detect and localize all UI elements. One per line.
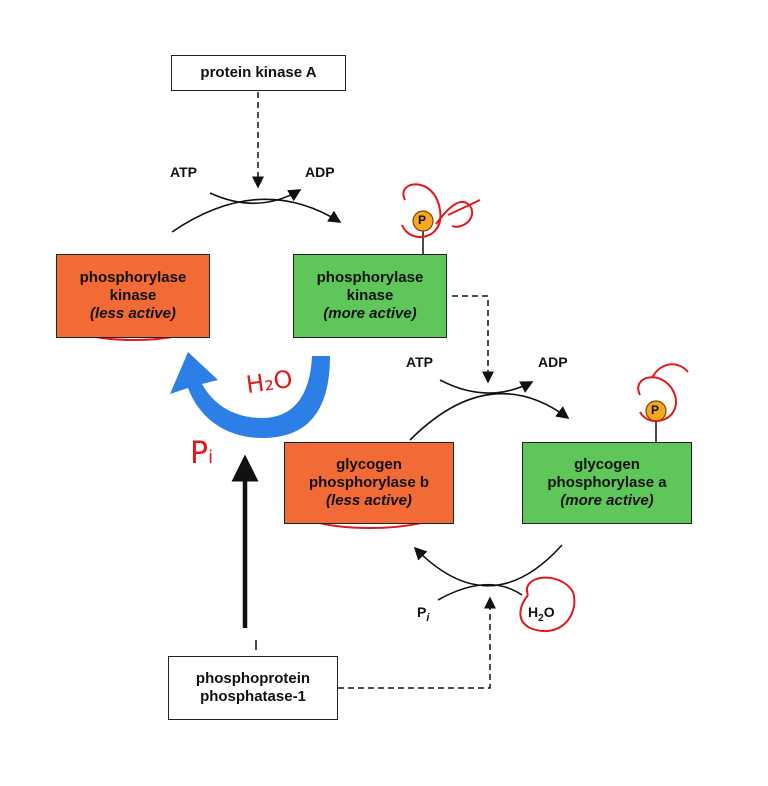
gp-b-line2: phosphorylase b	[308, 474, 430, 491]
gp-b-line3: (less active)	[326, 492, 412, 509]
pk-dashed-arrow	[452, 295, 494, 384]
pi-hand-sub: i	[208, 447, 214, 468]
pp1-line2: phosphatase-1	[200, 688, 306, 705]
pi-handwritten: Pi	[190, 436, 213, 471]
phosphorylase-kinase-less-active-box: phosphorylase kinase (less active)	[56, 254, 210, 338]
adp-top-label: ADP	[305, 164, 335, 180]
gp-a-line1: glycogen	[574, 456, 640, 473]
red-annotations	[61, 183, 689, 633]
phosphate-1-circle	[412, 210, 434, 232]
h2o-h: H	[528, 604, 539, 620]
pk-less-line2: kinase	[109, 287, 157, 304]
gp-a-line3: (more active)	[560, 492, 654, 509]
pk-less-line3: (less active)	[90, 305, 176, 322]
pi-bottom-label: Pi	[417, 604, 429, 624]
h2o-bottom-label: H2O	[528, 604, 555, 624]
protein-kinase-a-box: protein kinase A	[171, 55, 346, 91]
top-atp-arc	[171, 198, 342, 233]
bottom-pi-arc	[437, 583, 523, 601]
pi-bottom-sub: i	[426, 612, 430, 624]
blue-dephosphorylation-arrow	[170, 352, 330, 438]
glycogen-phosphorylase-a-box: glycogen phosphorylase a (more active)	[522, 442, 692, 524]
pk-more-line2: kinase	[346, 287, 394, 304]
adp-mid-label: ADP	[538, 354, 568, 370]
pp1-dashed-arrow	[338, 596, 496, 689]
pk-more-line3: (more active)	[323, 305, 417, 322]
glycogen-phosphorylase-b-box: glycogen phosphorylase b (less active)	[284, 442, 454, 524]
mid-adp-arc	[439, 379, 534, 394]
phosphorylase-kinase-more-active-box: phosphorylase kinase (more active)	[293, 254, 447, 338]
mid-atp-arc	[409, 392, 570, 441]
atp-mid-label: ATP	[406, 354, 433, 370]
gp-a-line2: phosphorylase a	[547, 474, 667, 491]
phosphate-2-label: P	[651, 403, 660, 417]
phosphate-1-label: P	[418, 213, 427, 227]
bottom-return-arc	[413, 544, 563, 587]
pi-bottom-p: P	[417, 604, 427, 620]
protein-kinase-a-label: protein kinase A	[200, 64, 317, 81]
h2o-o: O	[543, 604, 555, 620]
phosphoprotein-phosphatase-1-box: phosphoprotein phosphatase-1	[168, 656, 338, 720]
top-adp-arc	[209, 189, 302, 205]
pk-more-line1: phosphorylase	[316, 269, 424, 286]
gp-b-line1: glycogen	[336, 456, 402, 473]
atp-top-label: ATP	[170, 164, 197, 180]
pi-hand-p: P	[190, 436, 209, 471]
h2o-2: 2	[538, 613, 544, 624]
pp1-line1: phosphoprotein	[195, 670, 311, 687]
pk-less-line1: phosphorylase	[79, 269, 187, 286]
